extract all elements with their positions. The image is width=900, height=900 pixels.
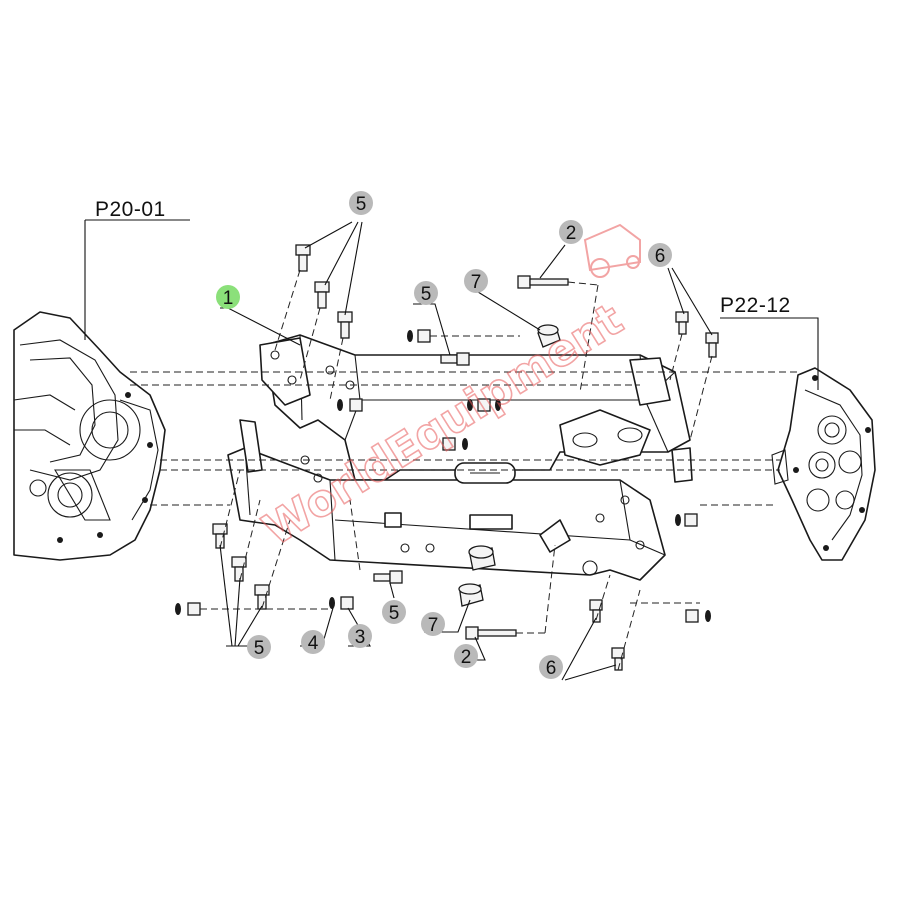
- callout-2-lower: 2: [454, 644, 478, 668]
- callout-label: 4: [308, 633, 319, 654]
- callout-5-mid: 5: [414, 281, 438, 305]
- callout-label: 5: [421, 284, 432, 305]
- bolt-upper-3: [337, 311, 353, 339]
- bolt-right-lower-1: [589, 599, 603, 623]
- bolt-right-2: [705, 332, 719, 358]
- callout-label: 2: [461, 647, 472, 668]
- reference-label-left: P20-01: [95, 198, 166, 221]
- tractor-icon: [583, 223, 641, 278]
- callout-label: 7: [471, 272, 482, 293]
- bolt-mid: [440, 352, 470, 366]
- callout-label: 7: [428, 615, 439, 636]
- bolt-upper-1: [295, 244, 311, 272]
- rubber-mount-lower-1: [468, 545, 496, 571]
- callout-label: 6: [546, 658, 557, 679]
- callout-4: 4: [301, 630, 325, 654]
- transmission-housing-left: [13, 311, 166, 561]
- callout-7-upper: 7: [464, 269, 488, 293]
- callout-label: 5: [254, 638, 265, 659]
- rubber-mount-lower-2: [458, 583, 484, 607]
- bolt-lower-mid: [373, 570, 403, 584]
- rear-housing-right: [771, 367, 876, 561]
- callout-label: 2: [566, 223, 577, 244]
- callout-6-top: 6: [648, 243, 672, 267]
- rubber-mount-upper: [537, 324, 561, 348]
- long-bolt-lower: [465, 626, 517, 640]
- callout-5-bottom-left: 5: [247, 635, 271, 659]
- callout-5-top: 5: [349, 191, 373, 215]
- bolt-upper-2: [314, 281, 330, 309]
- callout-3: 3: [348, 624, 372, 648]
- callout-label: 1: [223, 288, 234, 309]
- callout-label: 6: [655, 246, 666, 267]
- callout-label: 3: [355, 627, 366, 648]
- nut-washer-set: [175, 329, 711, 623]
- callout-label: 5: [389, 603, 400, 624]
- callout-2-upper: 2: [559, 220, 583, 244]
- callout-label: 5: [356, 194, 367, 215]
- bolt-right-lower-2: [611, 647, 625, 671]
- callout-5-bottom-mid: 5: [382, 600, 406, 624]
- bolt-right-1: [675, 311, 689, 335]
- callout-6-bottom: 6: [539, 655, 563, 679]
- callout-1: 1: [216, 285, 240, 309]
- bolt-lower-3: [254, 584, 270, 610]
- callout-7-lower: 7: [421, 612, 445, 636]
- assembly-lines: [130, 269, 800, 671]
- long-bolt-upper: [517, 275, 569, 289]
- bolt-lower-1: [212, 523, 228, 549]
- bolt-lower-2: [231, 556, 247, 582]
- reference-label-right: P22-12: [720, 294, 791, 317]
